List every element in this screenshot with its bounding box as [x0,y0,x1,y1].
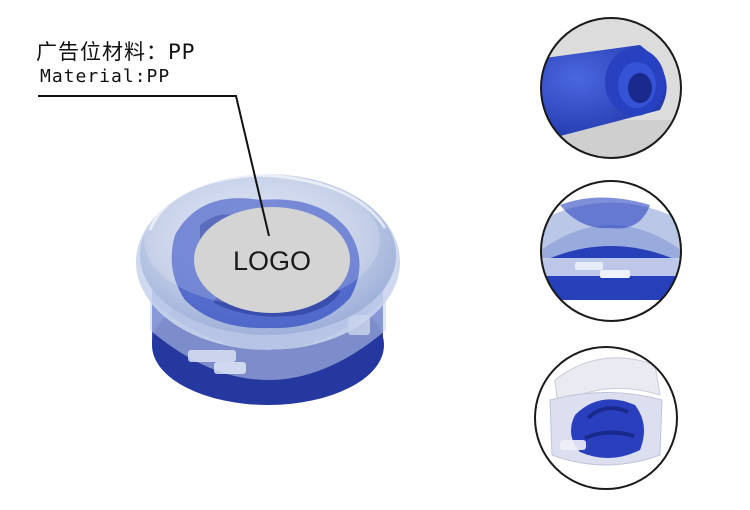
logo-plate: LOGO [194,207,350,313]
material-label-chinese: 广告位材料：PP [36,40,196,64]
logo-text: LOGO [233,246,311,276]
detail-circle-lid-closeup [540,180,682,322]
material-label-english: Material:PP [40,66,171,87]
leader-line [38,95,270,237]
detail-circle-tube-end [540,17,682,159]
detail-circle-open-box [534,346,678,490]
